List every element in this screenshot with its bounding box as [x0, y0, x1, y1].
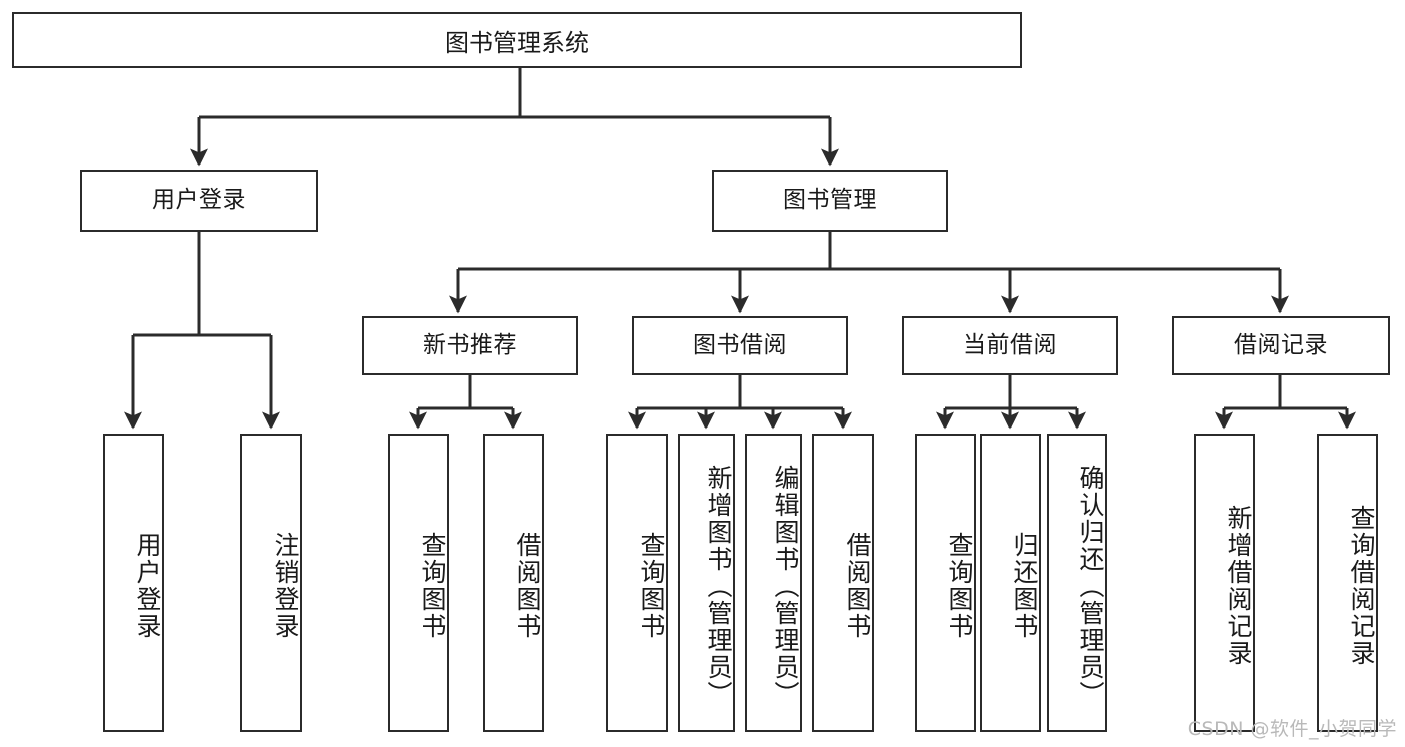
node-new-book-recommend[interactable]: 新书推荐 — [362, 316, 578, 375]
leaf-borrow-add-book-admin[interactable]: 新增图书（管理员） — [678, 434, 735, 732]
leaf-recommend-query-book[interactable]: 查询图书 — [388, 434, 449, 732]
node-label: 借阅图书 — [513, 532, 542, 640]
node-label: 图书管理系统 — [445, 28, 589, 57]
node-label: 用户登录 — [133, 532, 162, 640]
node-label: 编辑图书（管理员） — [771, 464, 800, 708]
node-current-borrow[interactable]: 当前借阅 — [902, 316, 1118, 375]
leaf-user-login-signin[interactable]: 用户登录 — [103, 434, 164, 732]
node-label: 借阅图书 — [843, 532, 872, 640]
leaf-current-query-book[interactable]: 查询图书 — [915, 434, 976, 732]
node-label: 新增图书（管理员） — [704, 464, 733, 708]
watermark-text: CSDN @软件_小贺同学 — [1187, 718, 1397, 740]
node-label: 查询图书 — [637, 532, 666, 640]
node-label: 查询图书 — [945, 532, 974, 640]
node-label: 注销登录 — [271, 532, 300, 640]
node-label: 当前借阅 — [963, 331, 1057, 358]
node-book-management[interactable]: 图书管理 — [712, 170, 948, 232]
node-label: 图书管理 — [783, 187, 877, 214]
node-label: 用户登录 — [152, 187, 246, 214]
node-label: 图书借阅 — [693, 331, 787, 358]
node-book-borrow[interactable]: 图书借阅 — [632, 316, 848, 375]
leaf-current-return-book[interactable]: 归还图书 — [980, 434, 1041, 732]
leaf-current-confirm-return-admin[interactable]: 确认归还（管理员） — [1047, 434, 1107, 732]
leaf-borrow-edit-book-admin[interactable]: 编辑图书（管理员） — [745, 434, 802, 732]
node-root-system[interactable]: 图书管理系统 — [12, 12, 1022, 68]
leaf-record-query-record[interactable]: 查询借阅记录 — [1317, 434, 1378, 732]
node-label: 新书推荐 — [423, 331, 517, 358]
node-label: 查询图书 — [418, 532, 447, 640]
node-borrow-record[interactable]: 借阅记录 — [1172, 316, 1390, 375]
node-label: 查询借阅记录 — [1347, 505, 1376, 667]
node-label: 确认归还（管理员） — [1076, 464, 1105, 708]
node-user-login[interactable]: 用户登录 — [80, 170, 318, 232]
leaf-borrow-query-book[interactable]: 查询图书 — [606, 434, 668, 732]
node-label: 借阅记录 — [1234, 331, 1328, 358]
leaf-recommend-borrow-book[interactable]: 借阅图书 — [483, 434, 544, 732]
leaf-record-add-record[interactable]: 新增借阅记录 — [1194, 434, 1255, 732]
node-label: 新增借阅记录 — [1224, 505, 1253, 667]
leaf-borrow-borrow-book[interactable]: 借阅图书 — [812, 434, 874, 732]
leaf-user-login-signout[interactable]: 注销登录 — [240, 434, 302, 732]
node-label: 归还图书 — [1010, 532, 1039, 640]
